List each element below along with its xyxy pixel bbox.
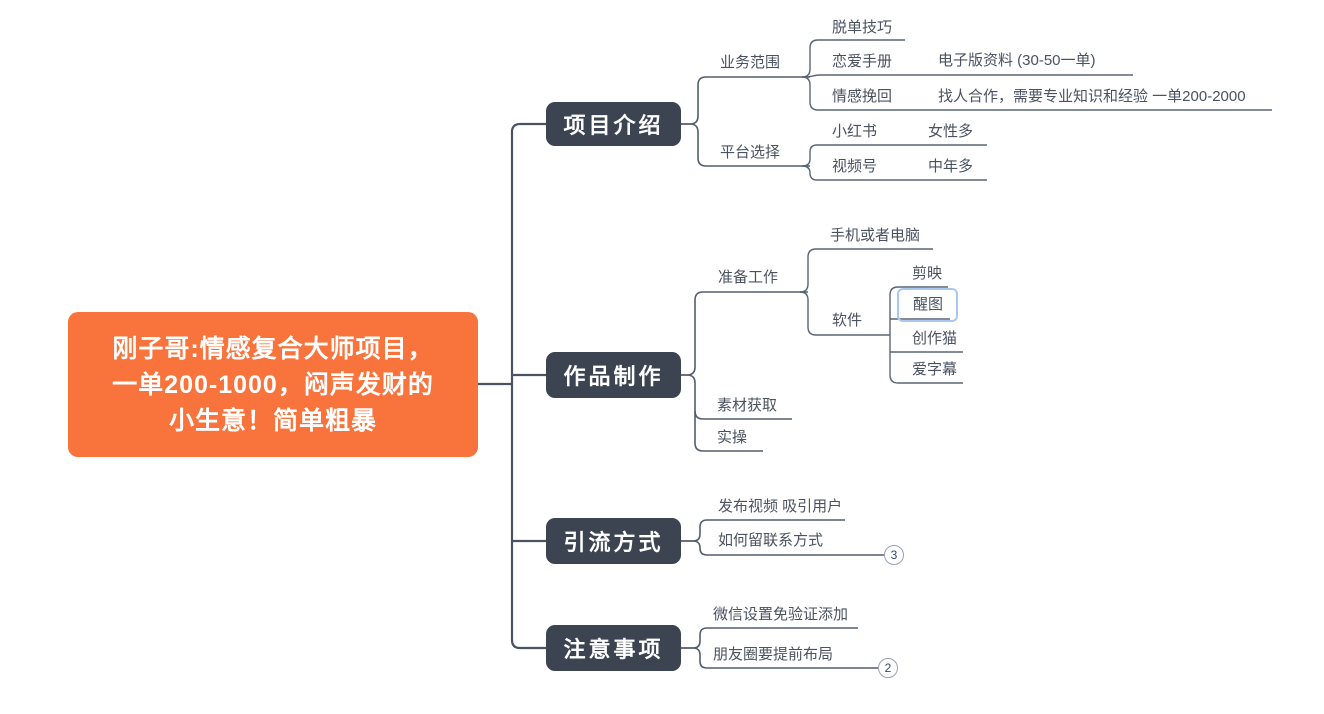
connector-production-practice — [694, 411, 763, 452]
connector-prep-software — [799, 291, 890, 336]
selection-box — [897, 288, 958, 322]
root-topic-line3: 小生意！简单粗暴 — [168, 406, 377, 435]
node-chuangzuomao[interactable]: 创作猫 — [912, 330, 958, 347]
node-dating-tips[interactable]: 脱单技巧 — [832, 19, 893, 36]
connector-traffic-contact — [681, 540, 884, 556]
node-software[interactable]: 软件 — [832, 312, 863, 329]
topic-production[interactable]: 作品制作 — [546, 352, 681, 398]
topic-traffic[interactable]: 引流方式 — [546, 518, 681, 564]
connector-bizscope-datingtips — [801, 39, 905, 78]
node-emotion-recovery-note[interactable]: 找人合作，需要专业知识和经验 一单200-2000 — [938, 88, 1246, 105]
connector-bizscope-emotion — [801, 76, 1272, 111]
node-love-manual-note[interactable]: 电子版资料 (30-50一单) — [938, 52, 1096, 69]
root-topic[interactable]: 刚子哥:情感复合大师项目， 一单200-1000，闷声发财的 小生意！简单粗暴 — [68, 312, 478, 457]
connector-notes-moments — [681, 647, 878, 669]
node-shipinhao-note[interactable]: 中年多 — [928, 158, 974, 175]
connector-bizscope-lovemanual — [805, 74, 1133, 78]
connector-prep-device — [799, 248, 933, 293]
node-xiaohongshu-note[interactable]: 女性多 — [928, 123, 974, 140]
node-xiaohongshu[interactable]: 小红书 — [832, 123, 878, 140]
connector-platform-shipinhao — [801, 165, 987, 181]
node-biz-scope[interactable]: 业务范围 — [720, 54, 781, 71]
node-prep[interactable]: 准备工作 — [718, 269, 779, 286]
connector-production-prep — [680, 291, 808, 376]
topic-intro[interactable]: 项目介绍 — [546, 102, 681, 146]
connector-intro-bizscope — [681, 76, 810, 125]
connector-intro-platform — [681, 123, 810, 167]
connector-trunk — [510, 122, 546, 650]
node-moments[interactable]: 朋友圈要提前布局 — [713, 646, 834, 663]
node-aizimu[interactable]: 爱字幕 — [912, 361, 958, 378]
topic-notes[interactable]: 注意事项 — [546, 625, 681, 671]
connector-software-rail — [889, 286, 963, 384]
root-topic-line2: 一单200-1000，闷声发财的 — [112, 370, 434, 399]
node-love-manual[interactable]: 恋爱手册 — [832, 53, 893, 70]
node-material[interactable]: 素材获取 — [717, 397, 778, 414]
node-jianying[interactable]: 剪映 — [912, 265, 943, 282]
node-emotion-recovery[interactable]: 情感挽回 — [832, 88, 893, 105]
numbered-marker-icon[interactable]: 3 — [884, 545, 904, 565]
connector-production-material — [680, 374, 792, 420]
node-platform[interactable]: 平台选择 — [720, 144, 781, 161]
connector-platform-xiaohongshu — [801, 144, 987, 167]
node-device[interactable]: 手机或者电脑 — [830, 227, 921, 244]
node-xingtu[interactable]: 醒图 — [913, 296, 944, 313]
node-wechat[interactable]: 微信设置免验证添加 — [713, 606, 849, 623]
node-contact[interactable]: 如何留联系方式 — [718, 532, 824, 549]
connector-notes-wechat — [681, 627, 858, 649]
node-practice[interactable]: 实操 — [717, 429, 748, 446]
node-shipinhao[interactable]: 视频号 — [832, 158, 878, 175]
root-topic-line1: 刚子哥:情感复合大师项目， — [112, 334, 434, 363]
numbered-marker-icon[interactable]: 2 — [878, 658, 898, 678]
node-publish[interactable]: 发布视频 吸引用户 — [718, 498, 843, 515]
